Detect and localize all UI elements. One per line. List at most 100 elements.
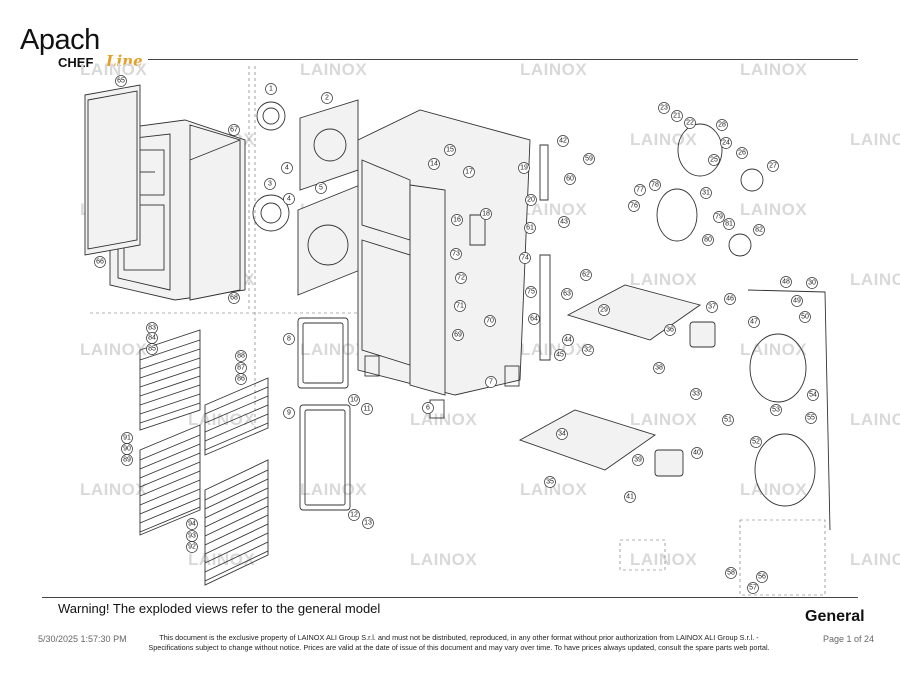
watermark-text: LAINOX: [630, 550, 697, 569]
callout-number: 34: [558, 431, 566, 438]
callout-circle: [348, 394, 360, 406]
callout-circle: [455, 272, 467, 284]
callout-number: 38: [655, 365, 663, 372]
callout-circle: [283, 407, 295, 419]
callout-number: 52: [752, 439, 760, 446]
rack-shelf: [204, 422, 269, 451]
callout-number: 25: [710, 157, 718, 164]
callout-circle: [228, 292, 240, 304]
callout-circle: [228, 124, 240, 136]
callout-29: 29: [598, 304, 610, 316]
callout-circle: [235, 350, 247, 362]
callout-circle: [684, 117, 696, 129]
watermark-text: LAINOX: [410, 550, 477, 569]
callout-74: 74: [519, 252, 531, 264]
callout-43: 43: [558, 216, 570, 228]
callout-circle: [624, 491, 636, 503]
callout-circle: [452, 329, 464, 341]
callout-number: 72: [457, 275, 465, 282]
callout-30: 30: [806, 277, 818, 289]
callout-circle: [146, 343, 158, 355]
callout-number: 8: [287, 336, 291, 343]
exploded-view-diagram: LAINOXLAINOXLAINOXLAINOXLAINOXLAINOXLAIN…: [80, 60, 900, 596]
callout-number: 43: [560, 219, 568, 226]
callout-number: 65: [117, 78, 125, 85]
callout-circle: [544, 476, 556, 488]
callout-4: 4: [281, 162, 293, 174]
callout-number: 89: [123, 457, 131, 464]
callout-80: 80: [702, 234, 714, 246]
rack-shelves: [139, 339, 269, 582]
callout-number: 27: [769, 163, 777, 170]
callout-91: 91: [121, 432, 133, 444]
callout-35: 35: [544, 476, 556, 488]
callout-circle: [265, 83, 277, 95]
callout-17: 17: [463, 166, 475, 178]
callout-11: 11: [361, 403, 373, 415]
callout-2: 2: [321, 92, 333, 104]
callout-number: 3: [268, 181, 272, 188]
callout-circle: [321, 92, 333, 104]
callout-50: 50: [799, 311, 811, 323]
callout-number: 42: [559, 138, 567, 145]
callout-number: 1: [269, 86, 273, 93]
callout-63: 63: [561, 288, 573, 300]
callout-61: 61: [524, 222, 536, 234]
callout-number: 61: [526, 225, 534, 232]
callout-number: 22: [686, 120, 694, 127]
callout-circle: [671, 110, 683, 122]
callout-circle: [444, 144, 456, 156]
callout-36: 36: [664, 324, 676, 336]
callout-27: 27: [767, 160, 779, 172]
callout-number: 85: [148, 346, 156, 353]
callout-circle: [748, 316, 760, 328]
callout-circle: [756, 571, 768, 583]
callout-47: 47: [748, 316, 760, 328]
callout-31: 31: [700, 187, 712, 199]
callout-39: 39: [632, 454, 644, 466]
callout-number: 14: [430, 161, 438, 168]
callout-circle: [451, 214, 463, 226]
callout-84: 84: [146, 332, 158, 344]
callout-circle: [806, 277, 818, 289]
callout-60: 60: [564, 173, 576, 185]
callout-12: 12: [348, 509, 360, 521]
callout-number: 74: [521, 255, 529, 262]
callout-18: 18: [480, 208, 492, 220]
callout-circle: [723, 218, 735, 230]
callout-4: 4: [283, 193, 295, 205]
callout-32: 32: [582, 344, 594, 356]
callout-number: 45: [556, 352, 564, 359]
callout-number: 64: [530, 316, 538, 323]
callout-number: 91: [123, 435, 131, 442]
callout-circle: [716, 119, 728, 131]
callout-number: 82: [755, 227, 763, 234]
callout-number: 59: [585, 156, 593, 163]
callout-number: 87: [237, 365, 245, 372]
callout-89: 89: [121, 454, 133, 466]
callout-number: 13: [364, 520, 372, 527]
callout-circle: [556, 428, 568, 440]
callout-number: 19: [520, 165, 528, 172]
callout-circle: [281, 162, 293, 174]
callout-6: 6: [422, 402, 434, 414]
callout-circle: [485, 376, 497, 388]
brand-logo-line: Line: [106, 52, 143, 70]
rack-shelf: [139, 393, 201, 415]
diagram-parts: [84, 66, 831, 596]
callout-labels: 1234456789101112131415161718192021222324…: [94, 75, 819, 594]
callout-circle: [528, 313, 540, 325]
rack-shelf: [204, 478, 269, 510]
callout-73: 73: [450, 248, 462, 260]
rack-shelf: [204, 413, 269, 442]
callout-circle: [653, 362, 665, 374]
callout-number: 15: [446, 147, 454, 154]
callout-23: 23: [658, 102, 670, 114]
callout-82: 82: [753, 224, 765, 236]
callout-number: 90: [123, 446, 131, 453]
callout-13: 13: [362, 517, 374, 529]
callout-circle: [580, 269, 592, 281]
footer-date: 5/30/2025 1:57:30 PM: [38, 634, 127, 644]
callout-number: 21: [673, 113, 681, 120]
callout-circle: [561, 288, 573, 300]
